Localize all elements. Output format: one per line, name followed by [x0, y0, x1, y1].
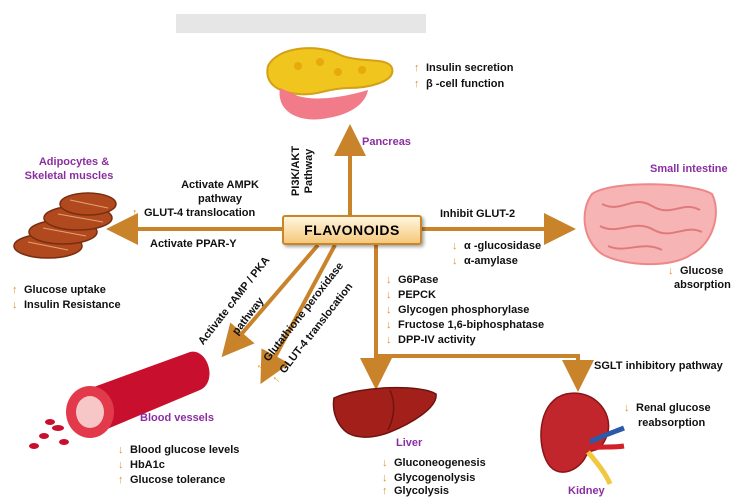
kidney-label: Kidney: [568, 485, 605, 498]
pancreas-label: Pancreas: [362, 136, 411, 149]
liver-label: Liver: [396, 437, 422, 450]
blood-effect-1: Blood glucose levels: [118, 444, 239, 457]
liver-enzyme-1: G6Pase: [386, 274, 438, 287]
pancreas-image: [258, 36, 398, 126]
adipocytes-label-2: Skeletal muscles: [14, 170, 124, 183]
intestine-enzyme-1: α -glucosidase: [452, 240, 541, 253]
ampk-pathway-line2: pathway: [168, 193, 272, 206]
flavonoids-center-box: FLAVONOIDS: [282, 215, 422, 245]
liver-image: [330, 384, 440, 444]
liver-effect-2: Glycogenolysis: [382, 472, 475, 485]
pi3k-akt-pathway-label: PI3K/AKT Pathway: [290, 136, 316, 206]
adipocytes-label-1: Adipocytes &: [26, 156, 122, 169]
liver-effect-3: Glycolysis: [382, 485, 449, 498]
arrow-to-kidney: [376, 356, 578, 376]
adipocytes-effect-1: Glucose uptake: [12, 284, 106, 297]
muscle-fibers-image: [8, 186, 118, 266]
liver-enzyme-5: DPP-IV activity: [386, 334, 476, 347]
pancreas-effect-1: Insulin secretion: [414, 62, 513, 75]
blood-vessels-label: Blood vessels: [140, 412, 214, 425]
pancreas-effect-2: β -cell function: [414, 78, 504, 91]
intestine-image: [572, 174, 722, 274]
intestine-enzyme-2: α-amylase: [452, 255, 518, 268]
blood-vessel-image: [20, 342, 220, 452]
glucose-absorption-line1: Glucose: [668, 265, 723, 278]
sglt-pathway-label: SGLT inhibitory pathway: [594, 360, 723, 373]
blood-effect-3: Glucose tolerance: [118, 474, 225, 487]
ampk-pathway-line1: Activate AMPK: [168, 179, 272, 192]
liver-enzyme-2: PEPCK: [386, 289, 436, 302]
kidney-effect-line1: Renal glucose: [624, 402, 711, 415]
liver-enzyme-3: Glycogen phosphorylase: [386, 304, 529, 317]
liver-effect-1: Gluconeogenesis: [382, 457, 486, 470]
kidney-image: [536, 386, 626, 486]
glucose-absorption-line2: absorption: [674, 279, 731, 292]
liver-enzyme-4: Fructose 1,6-biphosphatase: [386, 319, 544, 332]
ppar-label: Activate PPAR-Y: [150, 238, 237, 251]
blood-effect-2: HbA1c: [118, 459, 165, 472]
kidney-effect-line2: reabsorption: [638, 417, 705, 430]
inhibit-glut2-label: Inhibit GLUT-2: [440, 208, 515, 221]
adipocytes-glut4: GLUT-4 translocation: [132, 207, 255, 220]
adipocytes-effect-2: Insulin Resistance: [12, 299, 121, 312]
